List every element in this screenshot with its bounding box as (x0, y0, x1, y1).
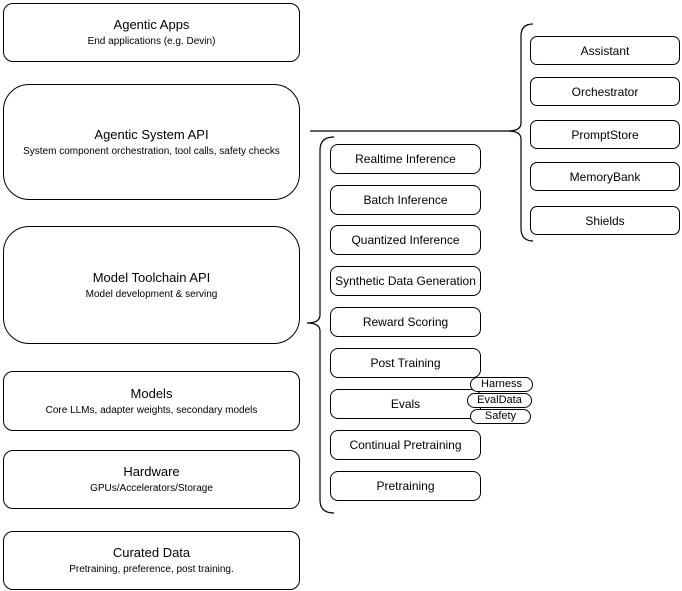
node-subtitle: GPUs/Accelerators/Storage (90, 483, 213, 494)
node-batch-inference: Batch Inference (330, 185, 481, 215)
node-continual-pretraining: Continual Pretraining (330, 430, 481, 460)
node-curated-data: Curated Data Pretraining, preference, po… (3, 531, 300, 590)
node-title: Hardware (123, 464, 180, 479)
node-memorybank: MemoryBank (530, 162, 680, 191)
tag-evaldata: EvalData (467, 393, 532, 408)
node-agentic-system-api: Agentic System API System component orch… (3, 84, 300, 200)
node-subtitle: Model development & serving (85, 288, 218, 300)
node-subtitle: End applications (e.g. Devin) (87, 36, 216, 47)
node-title: Agentic System API (94, 126, 209, 142)
node-agentic-apps: Agentic Apps End applications (e.g. Devi… (3, 3, 300, 62)
node-pretraining: Pretraining (330, 471, 481, 501)
node-title: Curated Data (112, 545, 191, 560)
node-assistant: Assistant (530, 36, 680, 65)
node-evals: Evals (330, 389, 481, 419)
node-title: Models (130, 385, 173, 401)
node-subtitle: System component orchestration, tool cal… (23, 145, 280, 157)
node-hardware: Hardware GPUs/Accelerators/Storage (3, 450, 300, 509)
node-synthetic-data-generation: Synthetic Data Generation (330, 266, 481, 296)
node-orchestrator: Orchestrator (530, 77, 680, 106)
node-title: Agentic Apps (113, 17, 190, 32)
node-subtitle: Core LLMs, adapter weights, secondary mo… (45, 404, 258, 416)
node-models: Models Core LLMs, adapter weights, secon… (3, 371, 300, 431)
node-title: Model Toolchain API (92, 269, 211, 285)
node-realtime-inference: Realtime Inference (330, 144, 481, 174)
node-post-training: Post Training (330, 348, 481, 378)
node-subtitle: Pretraining, preference, post training. (69, 564, 234, 575)
tag-harness: Harness (470, 377, 533, 392)
node-quantized-inference: Quantized Inference (330, 225, 481, 255)
tag-safety: Safety (470, 409, 531, 424)
node-model-toolchain-api: Model Toolchain API Model development & … (3, 226, 300, 344)
node-promptstore: PromptStore (530, 120, 680, 149)
node-shields: Shields (530, 206, 680, 235)
node-reward-scoring: Reward Scoring (330, 307, 481, 337)
